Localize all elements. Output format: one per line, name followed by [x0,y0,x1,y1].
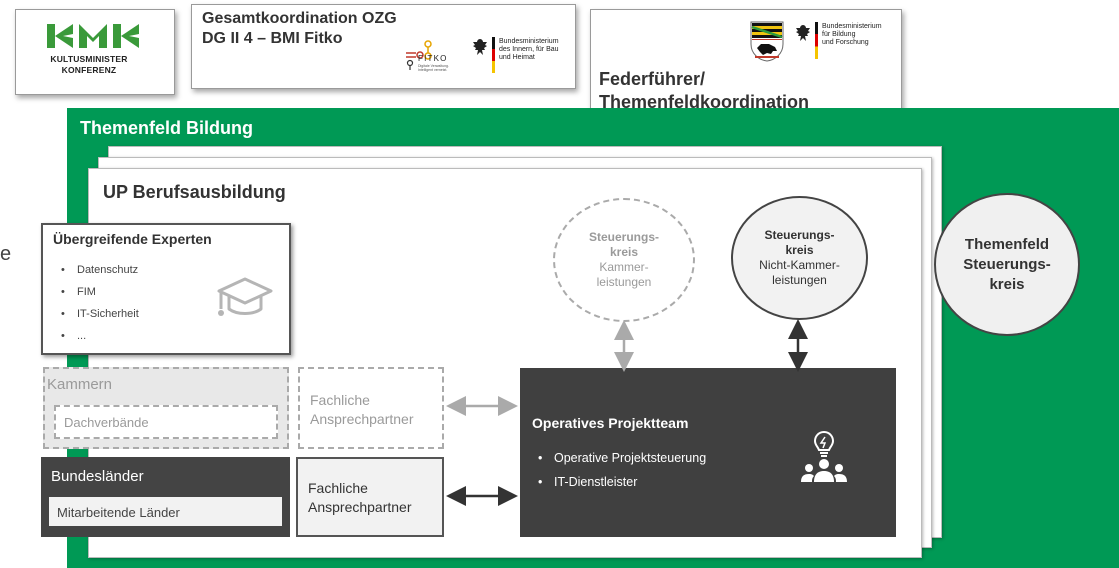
mitarbeitende-laender-box: Mitarbeitende Länder [49,497,282,526]
dachverbaende-label: Dachverbände [64,415,149,430]
list-item: Operative Projektsteuerung [532,446,706,470]
themenfeld-circle-line1: Themenfeld [964,235,1050,253]
edge-fragment: e [0,243,12,265]
federfuehrer-title: Federführer/ Themenfeldkoordination [599,68,809,114]
experts-list: Datenschutz FIM IT-Sicherheit ... [55,259,139,347]
dachverbaende-box: Dachverbände [54,405,278,439]
list-item: IT-Dienstleister [532,470,706,494]
ozg-title-line2: DG II 4 – BMI Fitko [202,30,343,47]
bmbf-ministry-name: Bundesministerium für Bildung und Forsch… [822,23,882,47]
fachliche-ansprechpartner-laender: Fachliche Ansprechpartner [296,457,444,537]
bundeslaender-box: Bundesländer Mitarbeitende Länder [41,457,290,537]
themenfeld-title: Themenfeld Bildung [80,118,253,138]
kmk-name-line2: KONFERENZ [61,65,117,75]
themenfeld-circle-line3: kreis [989,275,1025,293]
fachliche-ansprechpartner-kammer: Fachliche Ansprechpartner [298,367,444,449]
fitko-logo-icon [406,40,432,70]
opt-title: Operatives Projektteam [532,415,689,431]
fach2-line1: Fachliche [308,480,368,496]
operatives-projektteam-box: Operatives Projektteam Operative Projekt… [520,368,896,537]
kammer-circle-line1: Kammer- [599,260,649,274]
list-item: ... [55,325,139,347]
kmk-logo-icon [47,24,139,48]
federfuehrer-title-line1: Federführer/ [599,69,706,89]
list-item: Datenschutz [55,259,139,281]
federfuehrer-card: Bundesministerium für Bildung und Forsch… [590,9,902,124]
ozg-title-line1: Gesamtkoordination OZG [202,10,397,27]
nichtkammer-circle-line1: Nicht-Kammer- [759,258,840,272]
opt-list: Operative Projektsteuerung IT-Dienstleis… [532,446,706,494]
bmi-line1: Bundesministerium [499,38,559,45]
experts-title: Übergreifende Experten [53,231,212,247]
bmbf-line3: und Forschung [822,39,869,46]
mitarbeitende-laender-label: Mitarbeitende Länder [57,505,180,520]
fitko-sub: Digitale Verwaltung. Intelligent vernetz… [418,64,449,72]
list-item: FIM [55,281,139,303]
list-item: IT-Sicherheit [55,303,139,325]
circle-steuerungskreis-kammer: Steuerungs- kreis Kammer- leistungen [553,198,695,322]
up-title: UP Berufsausbildung [103,182,286,202]
kammern-box: Kammern Dachverbände [43,367,289,449]
coat-of-arms-icon [750,21,784,62]
kammer-circle-line2: leistungen [596,275,652,289]
ozg-card: Gesamtkoordination OZG DG II 4 – BMI Fit… [191,4,576,89]
federal-eagle-icon [473,39,487,55]
ozg-flag-bar [492,37,495,73]
graduation-cap-icon [217,277,273,316]
bundeslaender-title: Bundesländer [51,468,144,485]
nichtkammer-circle-bold2: kreis [785,243,814,257]
federfuehrer-title-line2: Themenfeldkoordination [599,92,810,112]
bmi-line2: des Innern, für Bau [499,46,559,53]
nichtkammer-circle-bold1: Steuerungs- [764,228,835,242]
fitko-name: FITKO [418,54,448,63]
kammern-title: Kammern [47,376,113,393]
kammer-circle-bold2: kreis [609,245,639,259]
kammer-circle-bold1: Steuerungs- [588,230,659,244]
nichtkammer-circle-line2: leistungen [772,273,827,287]
federal-eagle-icon-2 [796,25,810,41]
bmi-ministry-name: Bundesministerium des Innern, für Bau un… [499,38,559,62]
fach2-line2: Ansprechpartner [308,499,412,515]
team-idea-icon [801,430,847,482]
bmbf-flag-bar [815,22,818,59]
kmk-card: KULTUSMINISTER KONFERENZ [15,9,175,95]
circle-themenfeld-steuerungskreis: Themenfeld Steuerungs- kreis [934,193,1080,336]
kmk-name: KULTUSMINISTER KONFERENZ [44,54,134,76]
fach1-line1: Fachliche [310,392,370,408]
ozg-title: Gesamtkoordination OZG DG II 4 – BMI Fit… [202,9,397,49]
circle-steuerungskreis-nichtkammer: Steuerungs- kreis Nicht-Kammer- leistung… [731,196,868,320]
kmk-name-line1: KULTUSMINISTER [50,54,128,64]
bmbf-line2: für Bildung [822,31,856,38]
fach1-line2: Ansprechpartner [310,411,414,427]
bmbf-line1: Bundesministerium [822,23,882,30]
experts-box: Übergreifende Experten Datenschutz FIM I… [41,223,291,355]
themenfeld-circle-line2: Steuerungs- [963,255,1051,273]
bmi-line3: und Heimat [499,54,535,61]
